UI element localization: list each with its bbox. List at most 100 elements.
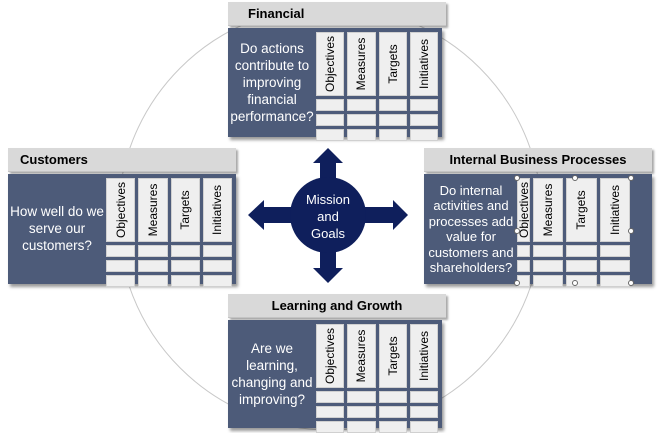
center-line: and bbox=[317, 208, 339, 224]
perspective-title: Learning and Growth bbox=[228, 294, 446, 318]
column-header-label: Measures bbox=[354, 329, 369, 383]
grid-cell[interactable] bbox=[533, 260, 564, 272]
column-header: Targets bbox=[566, 178, 597, 242]
perspective-body: Do internal activities and processes add… bbox=[424, 174, 652, 287]
perspective-body: Do actions contribute to improving finan… bbox=[228, 28, 442, 141]
grid-cell[interactable] bbox=[378, 114, 407, 126]
perspective-title: Financial bbox=[228, 2, 446, 26]
grid-cell[interactable] bbox=[347, 99, 376, 111]
grid-cell[interactable] bbox=[378, 129, 407, 141]
column-header: Targets bbox=[378, 32, 407, 96]
grid-cell[interactable] bbox=[316, 114, 345, 126]
grid-cell[interactable] bbox=[409, 99, 438, 111]
grid-cell[interactable] bbox=[347, 421, 376, 433]
grid-cell[interactable] bbox=[316, 129, 345, 141]
grid-cell[interactable] bbox=[378, 99, 407, 111]
column-header-label: Initiatives bbox=[607, 184, 622, 236]
column-header-label: Targets bbox=[385, 336, 400, 376]
grid-cell[interactable] bbox=[316, 99, 345, 111]
grid-cell[interactable] bbox=[378, 421, 407, 433]
resize-handle-top-left[interactable] bbox=[514, 175, 520, 181]
column-header: Initiatives bbox=[202, 178, 232, 242]
grid-cell[interactable] bbox=[347, 129, 376, 141]
column-header: Initiatives bbox=[409, 32, 438, 96]
grid-cell[interactable] bbox=[409, 421, 438, 433]
arrows bbox=[248, 148, 408, 283]
grid-cell[interactable] bbox=[378, 406, 407, 418]
grid-cell[interactable] bbox=[409, 391, 438, 403]
column-header: Initiatives bbox=[409, 324, 438, 388]
grid-cell[interactable] bbox=[409, 406, 438, 418]
resize-handle-top-right[interactable] bbox=[628, 175, 634, 181]
grid-cell[interactable] bbox=[533, 275, 564, 287]
grid-cell[interactable] bbox=[170, 260, 200, 272]
grid-cell[interactable] bbox=[106, 275, 136, 287]
grid-cell[interactable] bbox=[533, 245, 564, 257]
grid-cell[interactable] bbox=[138, 260, 168, 272]
resize-handle-middle-left[interactable] bbox=[514, 228, 520, 234]
grid-cell[interactable] bbox=[316, 406, 345, 418]
grid-cell[interactable] bbox=[347, 114, 376, 126]
grid-cell[interactable] bbox=[599, 260, 630, 272]
column-header-label: Targets bbox=[574, 190, 589, 230]
column-header: Measures bbox=[347, 324, 376, 388]
column-header-label: Initiatives bbox=[416, 330, 431, 382]
scorecard-grid: Objectives Measures Targets Initiatives bbox=[316, 324, 438, 433]
grid-cell[interactable] bbox=[517, 245, 530, 257]
grid-cell[interactable] bbox=[202, 260, 232, 272]
column-header-label: Measures bbox=[541, 183, 556, 237]
resize-handle-middle-right[interactable] bbox=[628, 228, 634, 234]
grid-cell[interactable] bbox=[566, 260, 597, 272]
scorecard-grid: Objectives Measures Targets Initiatives bbox=[316, 32, 438, 141]
grid-cell[interactable] bbox=[566, 245, 597, 257]
resize-handle-top-middle[interactable] bbox=[572, 175, 578, 181]
column-header-label: Measures bbox=[145, 183, 160, 237]
grid-cell[interactable] bbox=[138, 245, 168, 257]
column-header: Objectives bbox=[517, 178, 530, 242]
grid-cell[interactable] bbox=[316, 421, 345, 433]
grid-cell[interactable] bbox=[202, 245, 232, 257]
grid-cell[interactable] bbox=[106, 260, 136, 272]
center-line: Goals bbox=[311, 225, 345, 241]
column-header-label: Targets bbox=[178, 190, 193, 230]
perspective-body: How well do we serve our customers? Obje… bbox=[8, 174, 236, 287]
column-header: Objectives bbox=[106, 178, 136, 242]
column-header-label: Measures bbox=[354, 37, 369, 91]
column-header-label: Objectives bbox=[323, 35, 338, 93]
column-header: Measures bbox=[533, 178, 564, 242]
grid-cell[interactable] bbox=[202, 275, 232, 287]
grid-cell[interactable] bbox=[316, 391, 345, 403]
grid-cell[interactable] bbox=[347, 391, 376, 403]
grid-cell[interactable] bbox=[517, 260, 530, 272]
grid-cell[interactable] bbox=[566, 275, 597, 287]
column-header: Targets bbox=[170, 178, 200, 242]
grid-cell[interactable] bbox=[409, 129, 438, 141]
scorecard-grid: Objectives Measures Targets Initiatives bbox=[517, 178, 630, 287]
column-header-label: Objectives bbox=[113, 181, 128, 239]
resize-handle-bottom-right[interactable] bbox=[628, 280, 634, 286]
grid-cell[interactable] bbox=[170, 245, 200, 257]
column-header-label: Objectives bbox=[323, 327, 338, 385]
perspective-title: Customers bbox=[8, 148, 236, 172]
grid-cell[interactable] bbox=[599, 275, 630, 287]
column-header-label: Initiatives bbox=[210, 184, 225, 236]
column-header-label: Initiatives bbox=[416, 38, 431, 90]
perspective-question: Do internal activities and processes add… bbox=[428, 182, 514, 276]
grid-cell[interactable] bbox=[170, 275, 200, 287]
column-header: Measures bbox=[347, 32, 376, 96]
grid-cell[interactable] bbox=[378, 391, 407, 403]
grid-cell[interactable] bbox=[347, 406, 376, 418]
resize-handle-bottom-left[interactable] bbox=[514, 280, 520, 286]
grid-cell[interactable] bbox=[409, 114, 438, 126]
mission-circle bbox=[290, 177, 366, 253]
grid-cell[interactable] bbox=[138, 275, 168, 287]
column-header: Initiatives bbox=[599, 178, 630, 242]
grid-cell[interactable] bbox=[106, 245, 136, 257]
perspective-title: Internal Business Processes bbox=[424, 148, 652, 172]
grid-cell[interactable] bbox=[599, 245, 630, 257]
resize-handle-bottom-middle[interactable] bbox=[572, 280, 578, 286]
column-header: Objectives bbox=[316, 324, 345, 388]
column-header-label: Targets bbox=[385, 44, 400, 84]
perspective-question: How well do we serve our customers? bbox=[10, 203, 104, 253]
